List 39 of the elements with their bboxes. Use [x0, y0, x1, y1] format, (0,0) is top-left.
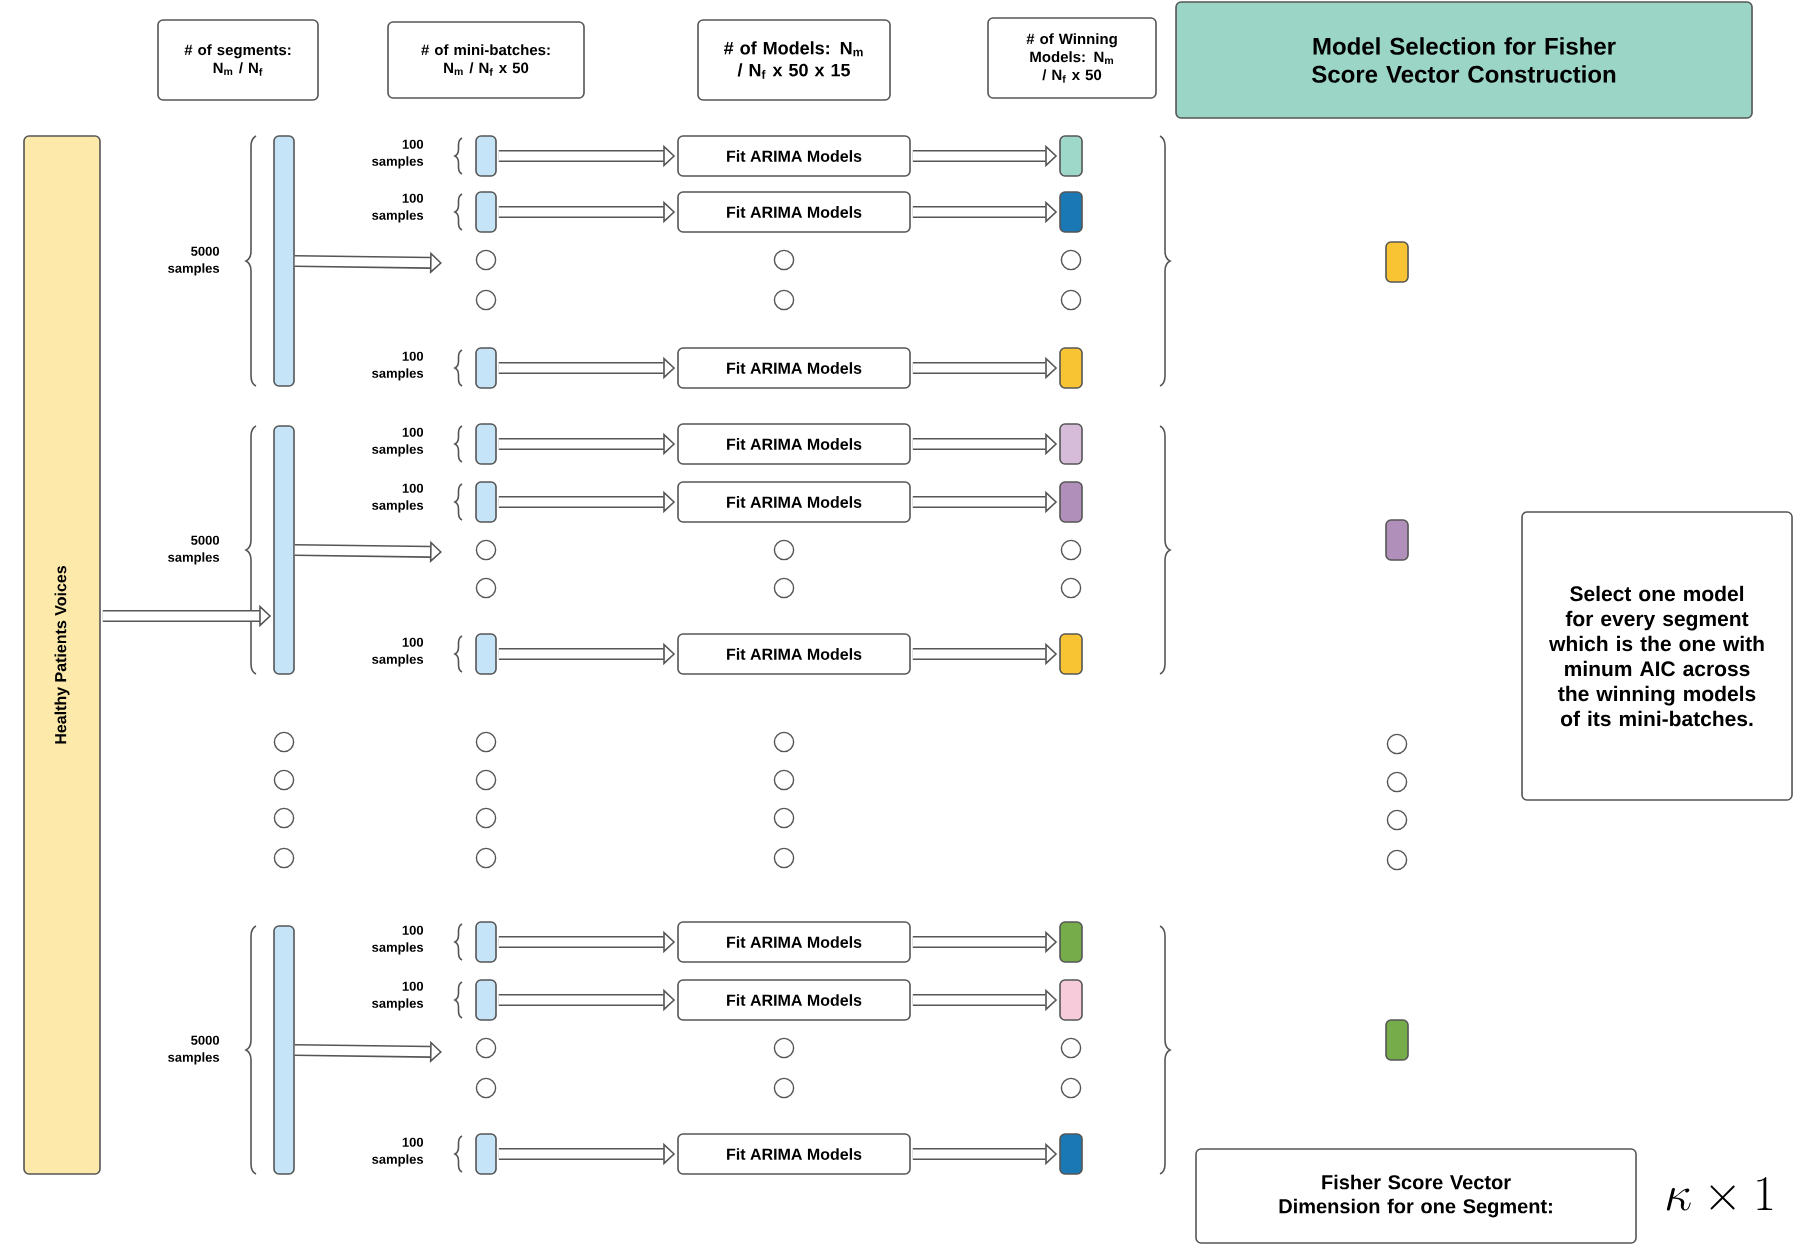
model-bar — [1059, 423, 1083, 465]
model-bar — [1059, 191, 1083, 233]
header-box: # of Models: N$_{m}$ / N$_{f}$ x 50 x 15 — [697, 19, 891, 101]
mini-batch-bar — [475, 979, 497, 1021]
process-box: Fit ARIMA Models — [677, 633, 911, 675]
process-box: Fit ARIMA Models — [677, 979, 911, 1021]
mini-batch-bar — [475, 191, 497, 233]
model-bar — [1385, 241, 1409, 283]
mini-batch-bar — [475, 135, 497, 177]
model-bar — [1059, 1133, 1083, 1175]
segment-bar — [273, 425, 295, 675]
process-box: Fit ARIMA Models — [677, 481, 911, 523]
mini-batch-bar — [475, 423, 497, 465]
process-box: Fit ARIMA Models — [677, 191, 911, 233]
model-bar — [1059, 135, 1083, 177]
note-box: Select one model for every segment which is the one with minum AIC across the winning models of its mini-batches. — [1521, 511, 1793, 801]
mini-batch-bar — [475, 633, 497, 675]
mini-batch-bar — [475, 1133, 497, 1175]
mini-batch-bar — [475, 921, 497, 963]
process-box: Fit ARIMA Models — [677, 135, 911, 177]
model-bar — [1059, 481, 1083, 523]
segment-bar — [273, 135, 295, 387]
model-bar — [1059, 633, 1083, 675]
process-box: Fit ARIMA Models — [677, 347, 911, 389]
model-bar — [1059, 979, 1083, 1021]
model-bar — [1059, 347, 1083, 389]
title-box: Model Selection for Fisher Score Vector Construction — [1175, 1, 1753, 119]
note-box: Fisher Score Vector Dimension for one Segment: — [1195, 1148, 1637, 1244]
process-box: Fit ARIMA Models — [677, 921, 911, 963]
process-box: Fit ARIMA Models — [677, 423, 911, 465]
model-bar — [1059, 921, 1083, 963]
model-bar — [1385, 1019, 1409, 1061]
mini-batch-bar — [475, 347, 497, 389]
mini-batch-bar — [475, 481, 497, 523]
segment-bar — [273, 925, 295, 1175]
data-bar: Healthy Patients Voices — [23, 135, 101, 1175]
model-bar — [1385, 519, 1409, 561]
formula: $\kappa \times 1$ — [1666, 1177, 1773, 1211]
process-box: Fit ARIMA Models — [677, 1133, 911, 1175]
